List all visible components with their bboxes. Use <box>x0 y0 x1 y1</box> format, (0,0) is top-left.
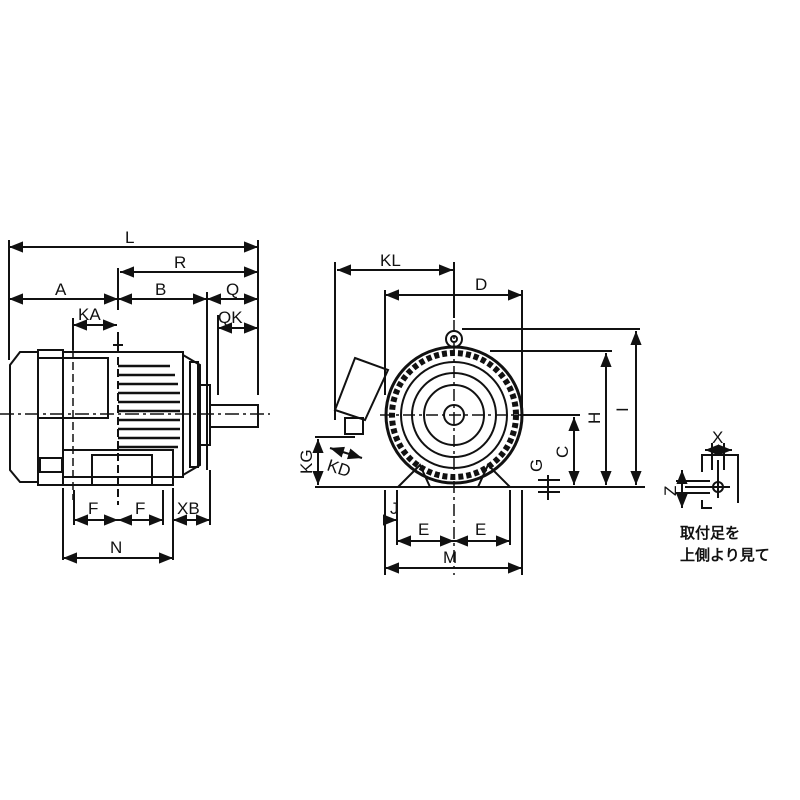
note-line-1: 取付足を <box>680 524 741 542</box>
label-Q: Q <box>226 280 239 299</box>
label-E-left: E <box>418 520 429 539</box>
label-E-right: E <box>475 520 486 539</box>
side-view <box>0 240 270 564</box>
label-N: N <box>110 538 122 557</box>
label-D: D <box>475 275 487 294</box>
foot-view-note: 取付足を 上側より見て <box>680 522 770 566</box>
label-H: H <box>585 412 604 424</box>
label-L: L <box>125 228 134 247</box>
label-X: X <box>712 428 723 447</box>
dimension-labels: L R A B Q QK KA F F XB N KL D I H C G KG… <box>55 228 723 567</box>
label-QK: QK <box>218 308 243 327</box>
foot-detail <box>676 443 739 509</box>
front-view <box>312 262 645 575</box>
label-R: R <box>174 253 186 272</box>
label-Z: Z <box>661 486 680 496</box>
label-KL: KL <box>380 251 401 270</box>
label-KD: KD <box>325 456 353 481</box>
label-KG: KG <box>297 449 316 474</box>
label-M: M <box>443 548 457 567</box>
label-XB: XB <box>177 499 200 518</box>
label-I: I <box>613 407 632 412</box>
label-F-left: F <box>88 499 98 518</box>
label-G: G <box>527 459 546 472</box>
label-A: A <box>55 280 67 299</box>
label-J: J <box>390 499 399 518</box>
note-line-2: 上側より見て <box>680 546 770 564</box>
label-F-right: F <box>135 499 145 518</box>
label-C: C <box>553 446 572 458</box>
label-B: B <box>155 280 166 299</box>
label-KA: KA <box>78 305 101 324</box>
